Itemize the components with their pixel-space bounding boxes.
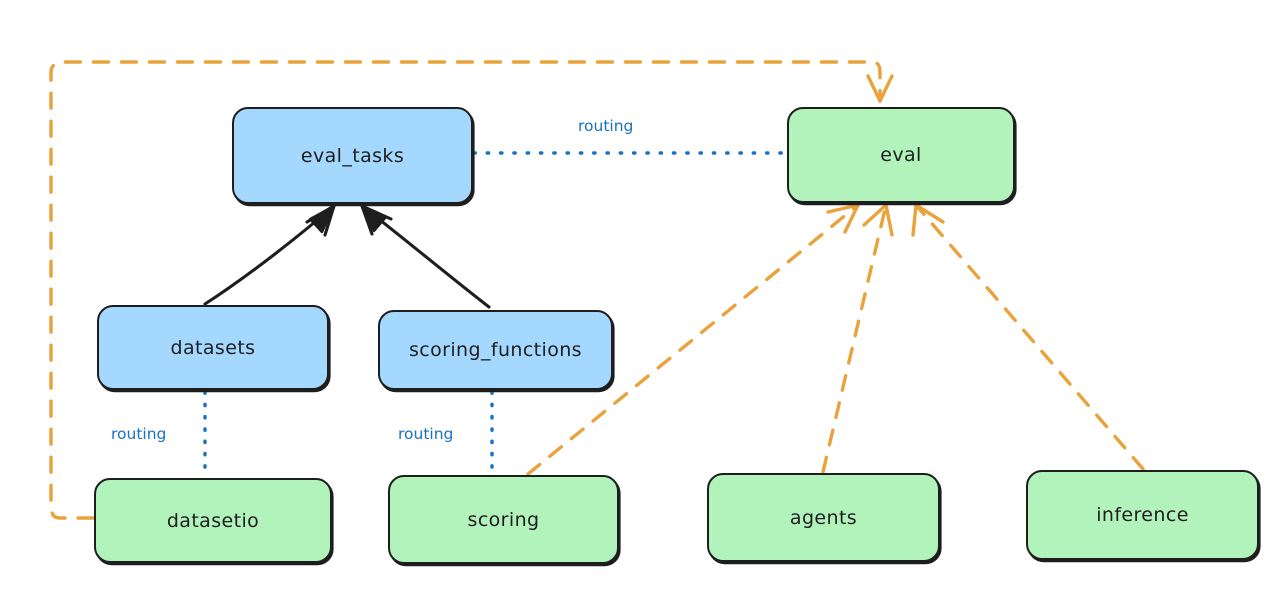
edge-label-routing-scoring: routing <box>398 425 454 443</box>
edge-inference-to-eval <box>911 203 1145 471</box>
edge-scoring_functions-to-eval_tasks <box>360 204 491 309</box>
node-label: datasetio <box>166 509 260 532</box>
node-scoring[interactable]: scoring <box>388 475 619 564</box>
node-scoring-functions[interactable]: scoring_functions <box>378 310 613 390</box>
node-label: agents <box>789 506 858 529</box>
node-eval-tasks[interactable]: eval_tasks <box>232 107 473 204</box>
edge-datasets-to-eval_tasks <box>203 204 336 306</box>
edge-agents-to-eval <box>821 203 894 474</box>
edge-label-routing-datasetio: routing <box>111 425 167 443</box>
node-label: scoring_functions <box>409 339 582 361</box>
edge-label-routing-eval: routing <box>578 117 634 135</box>
node-label: datasets <box>170 336 256 359</box>
node-datasetio[interactable]: datasetio <box>94 478 332 563</box>
node-label: scoring <box>467 508 540 531</box>
node-label: eval <box>880 144 922 166</box>
node-eval[interactable]: eval <box>787 107 1015 203</box>
node-label: eval_tasks <box>300 144 405 167</box>
node-inference[interactable]: inference <box>1026 470 1259 560</box>
node-agents[interactable]: agents <box>707 473 940 562</box>
node-datasets[interactable]: datasets <box>97 305 329 390</box>
node-label: inference <box>1096 504 1189 526</box>
